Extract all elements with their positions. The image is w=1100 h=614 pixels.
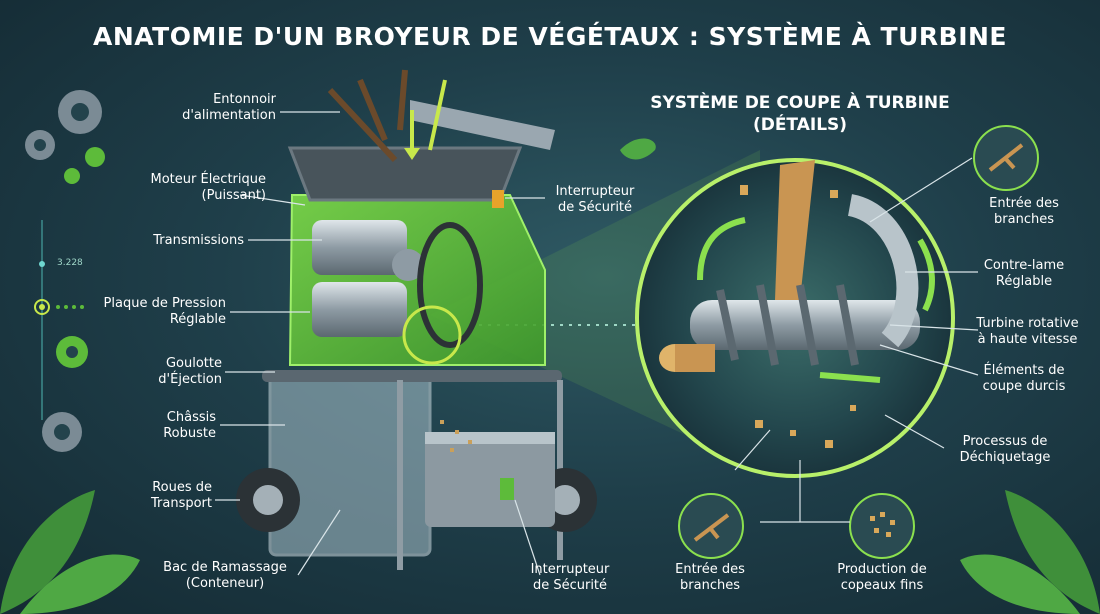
shredder-machine xyxy=(236,69,597,570)
label-transmissions: Transmissions xyxy=(153,233,244,248)
gear-icon-small xyxy=(25,130,55,160)
chips-output-circle xyxy=(849,493,915,559)
leaf-icon-small xyxy=(620,138,656,160)
turbine-detail-circle xyxy=(635,158,955,478)
label-bac: Bac de Ramassage (Conteneur) xyxy=(163,560,287,591)
branch-icon-top xyxy=(988,143,1024,172)
label-turbine: Turbine rotative à haute vitesse xyxy=(976,316,1079,347)
page-title: ANATOMIE D'UN BROYEUR DE VÉGÉTAUX : SYST… xyxy=(92,22,1008,51)
label-plaque: Plaque de Pression Réglable xyxy=(103,296,226,327)
gear-icon-green xyxy=(56,147,105,368)
timeline-dot xyxy=(39,261,45,267)
side-value: 3.228 xyxy=(57,258,83,268)
label-interrupteur-bottom: Interrupteur de Sécurité xyxy=(530,562,610,593)
label-entree-top: Entrée des branches xyxy=(989,196,1059,227)
label-chassis: Châssis Robuste xyxy=(163,410,216,441)
label-entonnoir: Entonnoir d'alimentation xyxy=(182,92,276,123)
leaf-icon-left xyxy=(0,490,140,614)
label-roues: Roues de Transport xyxy=(150,480,212,511)
gear-icon-large xyxy=(58,90,102,134)
gear-icon-bottom xyxy=(42,412,82,452)
timeline-marker xyxy=(34,299,50,315)
leaf-icon-right xyxy=(960,490,1100,614)
chips-icon xyxy=(870,512,895,537)
label-processus: Processus de Déchiquetage xyxy=(959,434,1051,465)
branch-icon xyxy=(693,513,730,542)
detail-title: SYSTÈME DE COUPE À TURBINE (DÉTAILS) xyxy=(650,93,950,135)
label-goulotte: Goulotte d'Éjection xyxy=(158,356,222,387)
label-moteur: Moteur Électrique (Puissant) xyxy=(150,172,267,203)
label-elements: Éléments de coupe durcis xyxy=(982,363,1066,394)
leader-lines xyxy=(215,111,979,576)
label-entree-bottom: Entrée des branches xyxy=(675,562,745,593)
label-contre-lame: Contre-lame Réglable xyxy=(983,258,1065,289)
label-production: Production de copeaux fins xyxy=(837,562,927,593)
label-interrupteur-top: Interrupteur de Sécurité xyxy=(555,184,635,215)
